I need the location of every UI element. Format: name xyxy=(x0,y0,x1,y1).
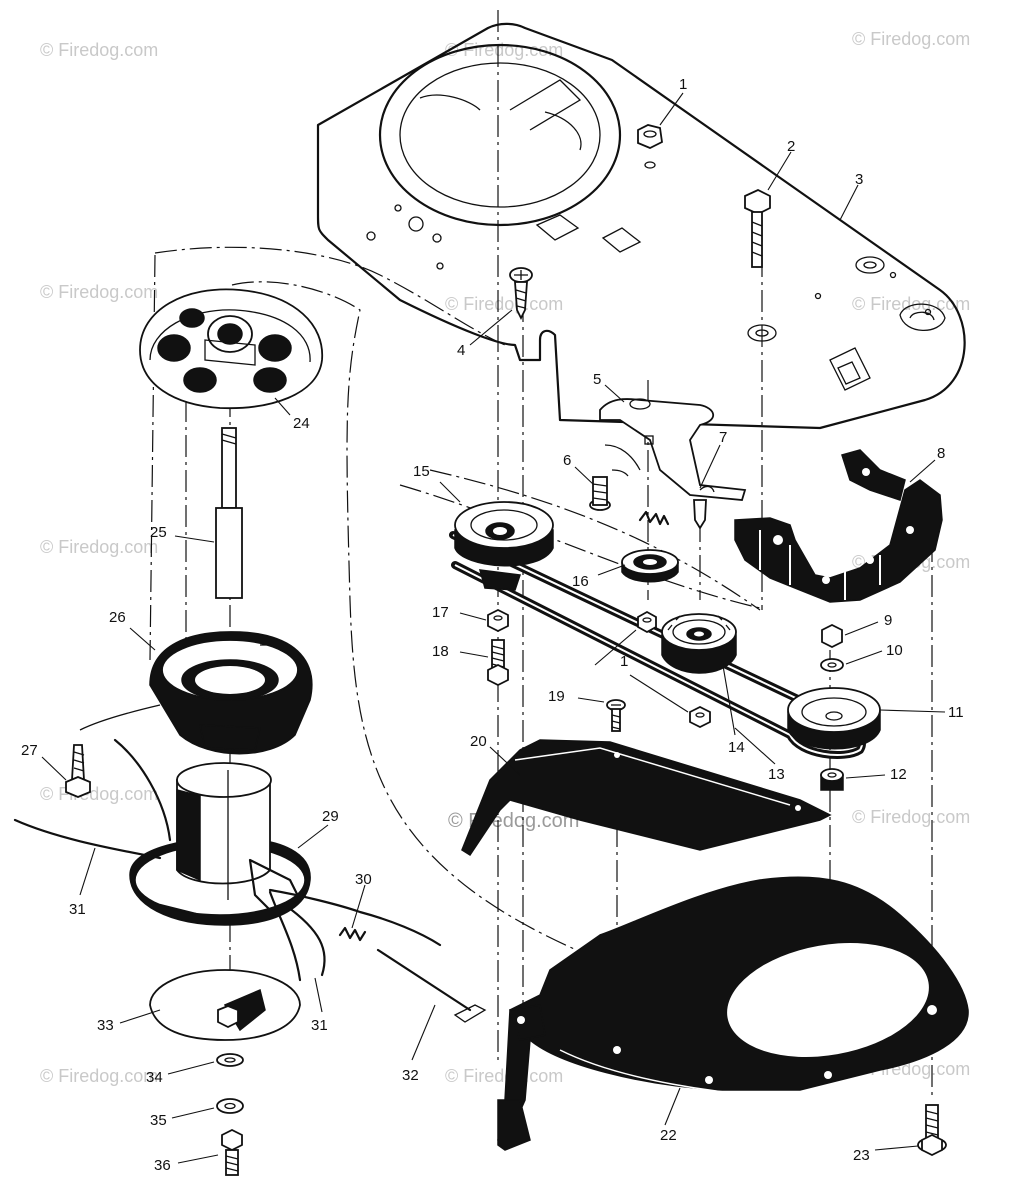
pin-32 xyxy=(376,948,487,1023)
spindle-pulley xyxy=(787,687,881,750)
baffle xyxy=(461,739,832,857)
idler-pulley xyxy=(661,613,737,674)
watermark: © Firedog.com xyxy=(852,29,970,49)
screw-27 xyxy=(65,744,91,798)
watermark: © Firedog.com xyxy=(445,40,563,60)
callout-11: 11 xyxy=(948,704,964,721)
callout-26: 26 xyxy=(109,609,126,626)
callout-19: 19 xyxy=(548,688,565,705)
idler-bracket xyxy=(599,398,747,530)
bolt-36 xyxy=(221,1128,243,1176)
callout-2: 2 xyxy=(787,138,795,155)
callout-1-top: 1 xyxy=(679,76,687,93)
callout-1-mid: 1 xyxy=(620,653,628,670)
callout-15: 15 xyxy=(413,463,430,480)
callout-20: 20 xyxy=(470,733,487,750)
spring-30 xyxy=(338,926,367,942)
callout-31-right: 31 xyxy=(311,1017,328,1034)
callout-23: 23 xyxy=(853,1147,870,1164)
callout-8: 8 xyxy=(937,445,945,462)
watermark: © Firedog.com xyxy=(40,40,158,60)
washer-35 xyxy=(216,1098,244,1114)
shoulder-bolt xyxy=(589,476,611,511)
callout-30: 30 xyxy=(355,871,372,888)
watermark: © Firedog.com xyxy=(40,1066,158,1086)
callout-13: 13 xyxy=(768,766,785,783)
trimmer-head xyxy=(129,762,311,926)
callout-10: 10 xyxy=(886,642,903,659)
hex-bolt xyxy=(744,189,771,268)
watermark: © Firedog.com xyxy=(40,537,158,557)
callout-31-left: 31 xyxy=(69,901,86,918)
bolt-18 xyxy=(487,639,509,687)
drive-pulley xyxy=(454,501,554,591)
watermark: © Firedog.com xyxy=(40,784,158,804)
watermark: © Firedog.com xyxy=(852,807,970,827)
washer-34 xyxy=(216,1053,244,1067)
callout-16: 16 xyxy=(572,573,589,590)
callout-22: 22 xyxy=(660,1127,677,1144)
spool-cap xyxy=(149,969,301,1041)
spindle-shaft xyxy=(215,427,243,599)
callout-32: 32 xyxy=(402,1067,419,1084)
callout-36: 36 xyxy=(154,1157,171,1174)
callout-33: 33 xyxy=(97,1017,114,1034)
callout-12: 12 xyxy=(890,766,907,783)
callout-24: 24 xyxy=(293,415,310,432)
callout-5: 5 xyxy=(593,371,601,388)
bushing xyxy=(820,768,844,791)
callout-14: 14 xyxy=(728,739,745,756)
screw-19 xyxy=(606,699,626,732)
flange-nut-mid xyxy=(637,610,657,634)
callout-4: 4 xyxy=(457,342,465,359)
callout-35: 35 xyxy=(150,1112,167,1129)
flange-nut-top xyxy=(637,124,663,169)
callout-labels: 1 2 3 4 5 6 7 8 9 10 11 12 13 14 15 16 1… xyxy=(21,76,964,1174)
trimmer-lines xyxy=(13,738,442,982)
watermark: © Firedog.com xyxy=(445,294,563,314)
callout-34: 34 xyxy=(146,1069,163,1086)
tension-spring xyxy=(611,469,670,526)
callout-6: 6 xyxy=(563,452,571,469)
nut-washer-right xyxy=(820,623,844,672)
callout-7: 7 xyxy=(719,429,727,446)
callout-27: 27 xyxy=(21,742,38,759)
bearing-idler xyxy=(621,549,679,583)
callout-17: 17 xyxy=(432,604,449,621)
callout-25: 25 xyxy=(150,524,167,541)
leader-lines xyxy=(41,92,946,1164)
rear-frame xyxy=(734,449,943,603)
callout-29: 29 xyxy=(322,808,339,825)
upper-housing xyxy=(316,22,966,430)
watermark: © Firedog.com xyxy=(852,294,970,314)
callout-18: 18 xyxy=(432,643,449,660)
lower-deck xyxy=(497,876,969,1151)
spindle-hub-plate xyxy=(139,288,323,410)
bolt-23 xyxy=(917,1104,947,1157)
self-tapping-screw xyxy=(509,267,533,321)
watermark: © Firedog.com xyxy=(40,282,158,302)
watermark: © Firedog.com xyxy=(445,1066,563,1086)
callout-9: 9 xyxy=(884,612,892,629)
nut-17 xyxy=(487,608,509,633)
callout-3: 3 xyxy=(855,171,863,188)
flange-nut-lower xyxy=(689,705,711,729)
bearing-housing xyxy=(79,631,313,755)
